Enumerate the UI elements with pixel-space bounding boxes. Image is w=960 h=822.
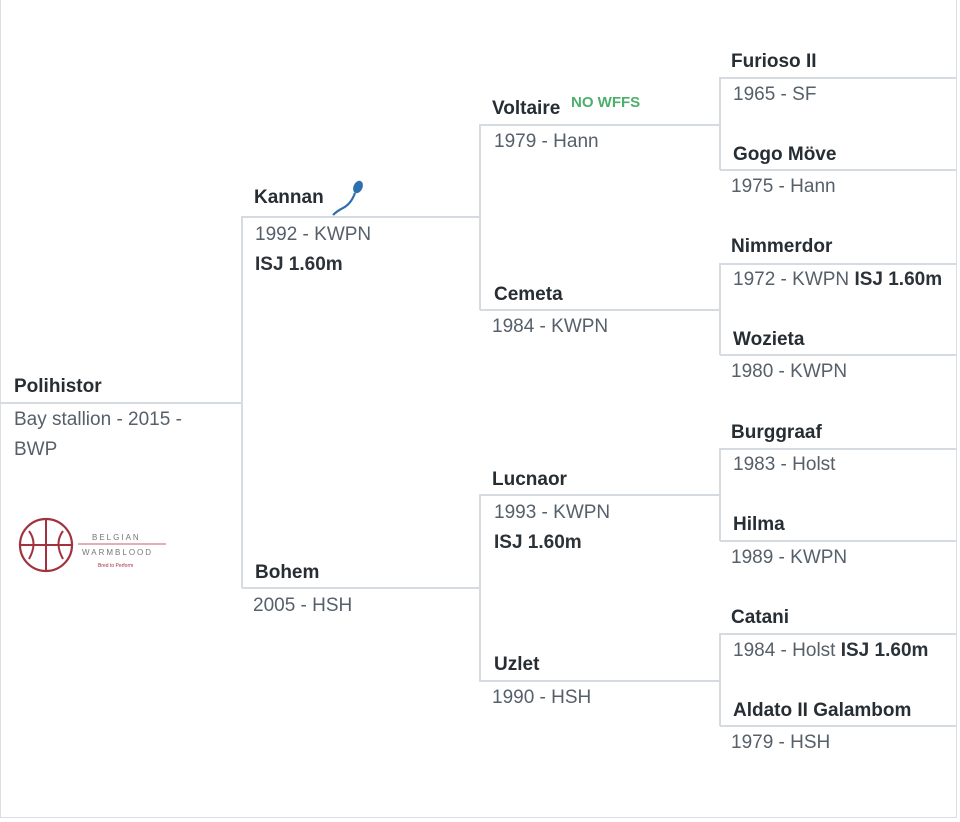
connector-line <box>480 494 720 496</box>
sire-sire-name[interactable]: Voltaire <box>492 98 561 119</box>
ancestor-info: 1965 - SF <box>733 84 817 105</box>
connector-line <box>719 263 721 355</box>
ancestor-info: 1984 - Holst ISJ 1.60m <box>733 640 929 661</box>
ancestor-info: 1980 - KWPN <box>731 361 848 382</box>
sire-info: 1992 - KWPN ISJ 1.60m <box>255 224 372 275</box>
connector-line <box>242 587 480 589</box>
sire-dam-info: 1984 - KWPN <box>492 316 609 337</box>
connector-line <box>720 169 957 171</box>
ancestor-info: 1989 - KWPN <box>731 547 848 568</box>
connector-line <box>480 680 720 682</box>
connector-line <box>719 633 721 726</box>
connector-line <box>241 216 243 588</box>
dam-name[interactable]: Bohem <box>255 562 320 583</box>
ancestor-name[interactable]: Wozieta <box>733 329 805 350</box>
sperm-icon <box>332 180 363 216</box>
connector-line <box>479 494 481 682</box>
logo-line1: BELGIAN <box>92 533 141 542</box>
horse-name[interactable]: Polihistor <box>14 376 102 397</box>
ancestor-info: 1979 - HSH <box>731 732 831 753</box>
dam-dam-name[interactable]: Uzlet <box>494 654 540 675</box>
ancestor-name[interactable]: Hilma <box>733 514 785 535</box>
ancestor-info: 1983 - Holst <box>733 454 836 475</box>
connector-line <box>720 725 957 727</box>
connector-line <box>242 216 480 218</box>
ancestor-name[interactable]: Burggraaf <box>731 422 822 443</box>
connector-line <box>479 124 481 310</box>
connector-line <box>480 309 720 311</box>
horse-info: Bay stallion - 2015 - BWP <box>14 409 182 460</box>
ancestor-info: 1975 - Hann <box>731 176 836 197</box>
connector-line <box>720 633 957 635</box>
sire-name[interactable]: Kannan <box>254 187 324 208</box>
connector-line <box>719 448 721 541</box>
connector-line <box>480 124 720 126</box>
wffs-badge: NO WFFS <box>571 94 641 111</box>
dam-sire-name[interactable]: Lucnaor <box>492 469 567 490</box>
connector-line <box>720 540 957 542</box>
belgian-warmblood-logo: BELGIAN WARMBLOOD Bred to Perform <box>18 517 166 573</box>
connector-line <box>720 448 957 450</box>
sire-dam-name[interactable]: Cemeta <box>494 284 563 305</box>
connector-line <box>720 77 957 79</box>
ancestor-name[interactable]: Gogo Möve <box>733 144 837 165</box>
logo-tagline: Bred to Perform <box>98 563 133 569</box>
connector-line <box>720 263 957 265</box>
dam-info: 2005 - HSH <box>253 595 353 616</box>
connector-line <box>719 77 721 170</box>
ancestor-name[interactable]: Aldato II Galambom <box>733 700 912 721</box>
connector-line <box>720 354 957 356</box>
connector-line <box>0 402 242 404</box>
ancestor-name[interactable]: Catani <box>731 607 790 628</box>
ancestor-name[interactable]: Nimmerdor <box>731 236 833 257</box>
dam-sire-info: 1993 - KWPN ISJ 1.60m <box>494 502 611 553</box>
logo-line2: WARMBLOOD <box>82 548 153 557</box>
ancestor-info: 1972 - KWPN ISJ 1.60m <box>733 269 943 290</box>
ancestor-name[interactable]: Furioso II <box>731 51 817 72</box>
dam-dam-info: 1990 - HSH <box>492 687 592 708</box>
sire-sire-info: 1979 - Hann <box>494 131 599 152</box>
